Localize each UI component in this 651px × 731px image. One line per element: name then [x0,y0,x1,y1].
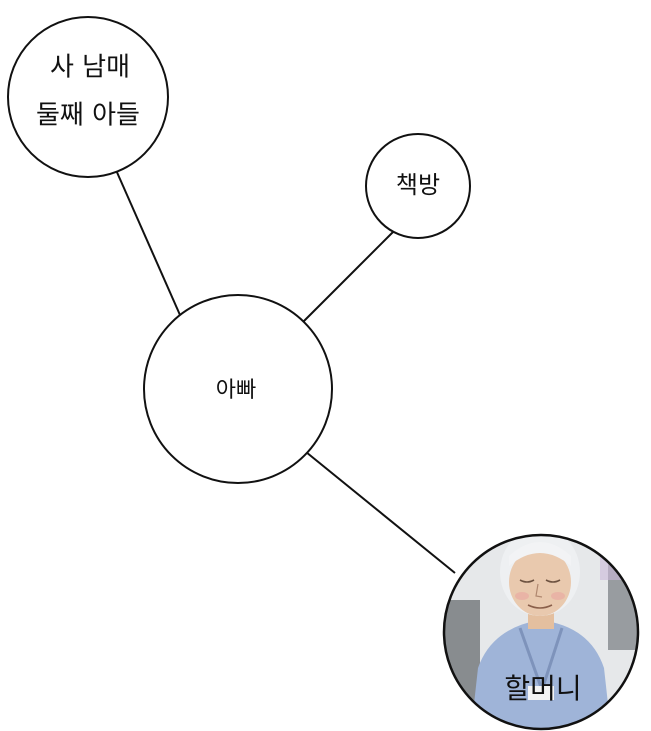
node-center: 아빠 [143,294,333,484]
node-sibling-line-2: 둘째 아들 [36,101,140,131]
node-center-label: 아빠 [216,378,256,403]
node-bookstore: 책방 [365,133,471,239]
node-grandma: 할머니 [442,533,640,731]
node-bookstore-label: 책방 [396,171,440,199]
connector-bookstore [302,231,394,323]
node-sibling: 사 남매 둘째 아들 [7,16,169,178]
connector-grandma [305,451,456,574]
node-grandma-label: 할머니 [504,672,581,705]
connector-sibling [115,169,181,316]
node-sibling-line-1: 사 남매 [50,53,130,83]
